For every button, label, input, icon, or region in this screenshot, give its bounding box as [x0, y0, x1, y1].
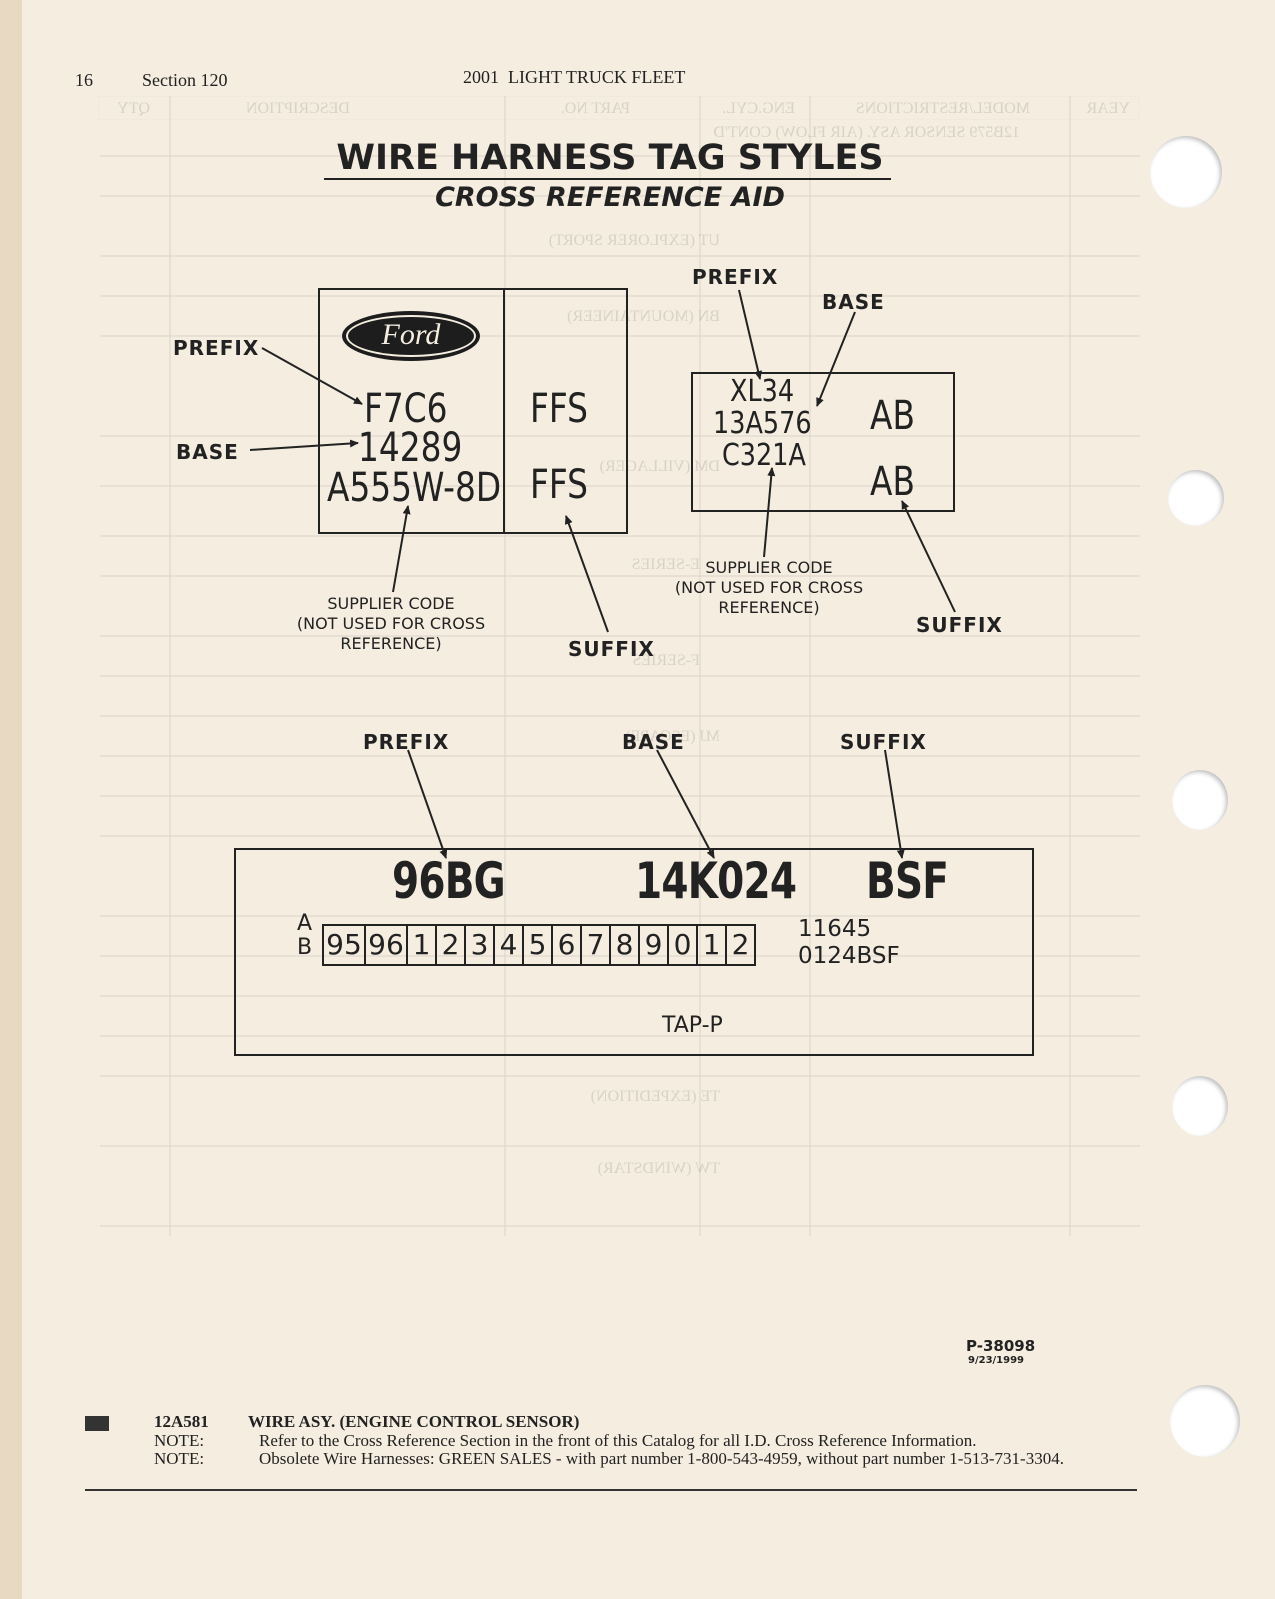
page-title: WIRE HARNESS TAG STYLES [336, 138, 884, 178]
page-subtitle: CROSS REFERENCE AID [435, 182, 785, 213]
tag3-suffix: BSF [866, 852, 949, 910]
tag2-prefix: XL34 [730, 374, 795, 409]
note-label: NOTE: [154, 1431, 205, 1450]
date-cell: 2 [731, 928, 750, 961]
tag2-base: 13A576 [713, 406, 812, 441]
tag1-supplier: A555W-8D [327, 465, 502, 511]
date-cell: 9 [640, 926, 669, 964]
tag3-date-grid: 95 96 1 2 3 4 5 6 7 8 9 0 1 2 [322, 924, 756, 966]
date-cell: 5 [524, 926, 553, 964]
row-label-a: A [297, 911, 313, 936]
binder-hole [1150, 136, 1222, 208]
tag1-divider [503, 288, 505, 532]
tag1-prefix: F7C6 [364, 386, 448, 432]
tag2-prefix-label: PREFIX [692, 265, 779, 289]
code-line: 0124BSF [798, 943, 900, 969]
tag1-prefix-label: PREFIX [173, 336, 260, 360]
tag2-suffix: AB [870, 459, 915, 505]
tag2-suffix-label: SUFFIX [916, 613, 1003, 637]
code-line: 11645 [798, 916, 872, 942]
marker-block [85, 1416, 109, 1431]
footer-rule [85, 1489, 1137, 1491]
tag1-base: 14289 [358, 425, 463, 471]
note-label: NOTE: [154, 1449, 205, 1468]
date-cell: 6 [553, 926, 582, 964]
binder-hole [1168, 470, 1224, 526]
date-cell: 7 [582, 926, 611, 964]
figure-number: P-38098 [966, 1337, 1036, 1355]
part-number: 12A581 [154, 1412, 209, 1431]
note-line: SUPPLIER CODE [327, 594, 455, 613]
tag1-suffix-label: SUFFIX [568, 637, 655, 661]
tag3-code: 11645 0124BSF [798, 916, 900, 970]
row-label-b: B [297, 935, 313, 960]
title-underline [324, 178, 891, 180]
tag3-base-label: BASE [622, 730, 685, 754]
note-line: (NOT USED FOR CROSS [674, 578, 864, 597]
binder-hole [1172, 1076, 1228, 1136]
section-label: Section 120 [142, 70, 228, 90]
tag3-suffix-label: SUFFIX [840, 730, 927, 754]
catalog-title: 2001 LIGHT TRUCK FLEET [463, 67, 686, 87]
tag3-base: 14K024 [635, 852, 797, 910]
tag2-box [691, 372, 955, 512]
bleed-grid [100, 96, 1140, 1236]
note-line: SUPPLIER CODE [705, 558, 833, 577]
note-1: Refer to the Cross Reference Section in … [259, 1431, 977, 1450]
tag3-bottom-code: TAP-P [662, 1013, 723, 1038]
bleed-through: YEAR MODEL/RESTRICTIONS ENG.CYL. PART NO… [80, 96, 1140, 1256]
date-cell: 1 [698, 926, 727, 964]
tag1-box [318, 288, 628, 534]
date-cell: 3 [466, 926, 495, 964]
page-edge [0, 0, 22, 1599]
tag1-base-label: BASE [176, 440, 239, 464]
binder-hole [1172, 770, 1228, 830]
note-line: (NOT USED FOR CROSS [296, 614, 486, 633]
date-cell: 95 [324, 926, 366, 964]
tag2-supplier-note: SUPPLIER CODE (NOT USED FOR CROSS REFERE… [654, 558, 884, 618]
figure-date: 9/23/1999 [968, 1355, 1025, 1366]
tag1-supplier-note: SUPPLIER CODE (NOT USED FOR CROSS REFERE… [280, 594, 502, 654]
tag2-suffix: AB [870, 393, 915, 439]
tag2-supplier: C321A [722, 438, 806, 473]
date-cell: 2 [437, 926, 466, 964]
binder-hole [1170, 1385, 1240, 1457]
date-cell: 8 [611, 926, 640, 964]
date-cell: 96 [366, 926, 408, 964]
note-line: REFERENCE) [340, 634, 442, 653]
part-description: WIRE ASY. (ENGINE CONTROL SENSOR) [248, 1412, 580, 1431]
note-2: Obsolete Wire Harnesses: GREEN SALES - w… [259, 1449, 1064, 1468]
tag3-box [234, 848, 1034, 1056]
tag3-row-labels: A B [297, 912, 312, 960]
ford-logo-text: Ford [381, 318, 441, 351]
tag1-suffix: FFS [530, 386, 588, 432]
tag2-base-label: BASE [822, 290, 885, 314]
tag1-suffix: FFS [530, 462, 588, 508]
date-cell: 0 [669, 926, 698, 964]
date-cell: 1 [408, 926, 437, 964]
tag3-prefix-label: PREFIX [363, 730, 450, 754]
tag3-prefix: 96BG [392, 852, 506, 910]
date-cell: 4 [495, 926, 524, 964]
note-line: REFERENCE) [718, 598, 820, 617]
ford-logo: Ford [342, 311, 480, 361]
page-number: 16 [75, 70, 93, 90]
